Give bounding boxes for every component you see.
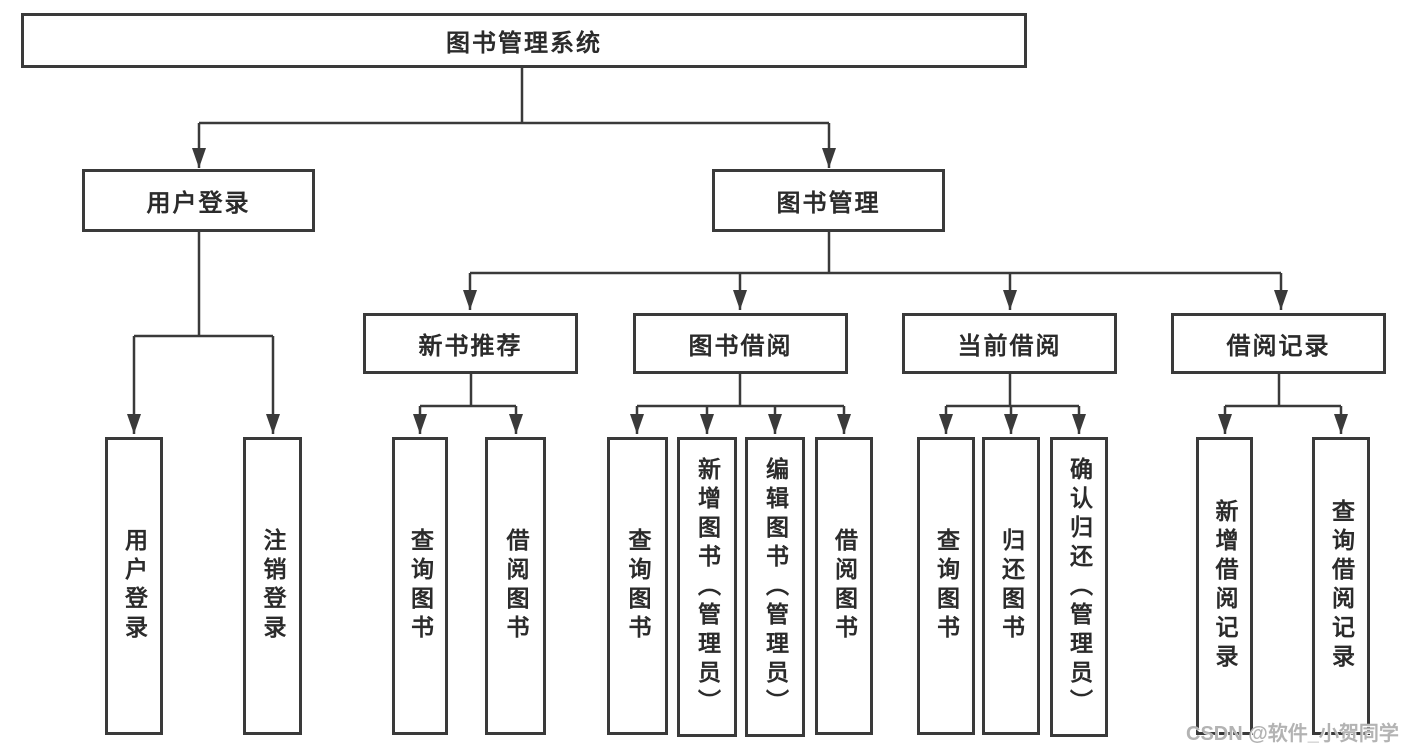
leaf-query-books-recommend: 查询图书 (392, 437, 448, 735)
leaf-borrow-books: 借阅图书 (815, 437, 873, 735)
leaf-logout: 注销登录 (243, 437, 302, 735)
node-book-management: 图书管理 (712, 169, 945, 232)
leaf-edit-books-admin: 编辑图书（管理员） (745, 437, 805, 737)
leaf-add-books-admin: 新增图书（管理员） (677, 437, 737, 737)
leaf-query-books-borrowing: 查询图书 (607, 437, 668, 735)
node-borrowing-records: 借阅记录 (1171, 313, 1386, 374)
node-new-book-recommendation: 新书推荐 (363, 313, 578, 374)
node-user-login: 用户登录 (82, 169, 315, 232)
leaf-query-books-current: 查询图书 (917, 437, 975, 735)
csdn-watermark: CSDN @软件_小贺同学 (1186, 723, 1399, 745)
leaf-query-borrow-record: 查询借阅记录 (1312, 437, 1370, 735)
leaf-return-books: 归还图书 (982, 437, 1040, 735)
node-book-borrowing: 图书借阅 (633, 313, 848, 374)
leaf-confirm-return-admin: 确认归还（管理员） (1050, 437, 1108, 737)
node-library-management-system: 图书管理系统 (21, 13, 1027, 68)
leaf-add-borrow-record: 新增借阅记录 (1196, 437, 1253, 735)
leaf-borrow-books-recommend: 借阅图书 (485, 437, 546, 735)
leaf-user-login: 用户登录 (105, 437, 163, 735)
node-current-borrowing: 当前借阅 (902, 313, 1117, 374)
